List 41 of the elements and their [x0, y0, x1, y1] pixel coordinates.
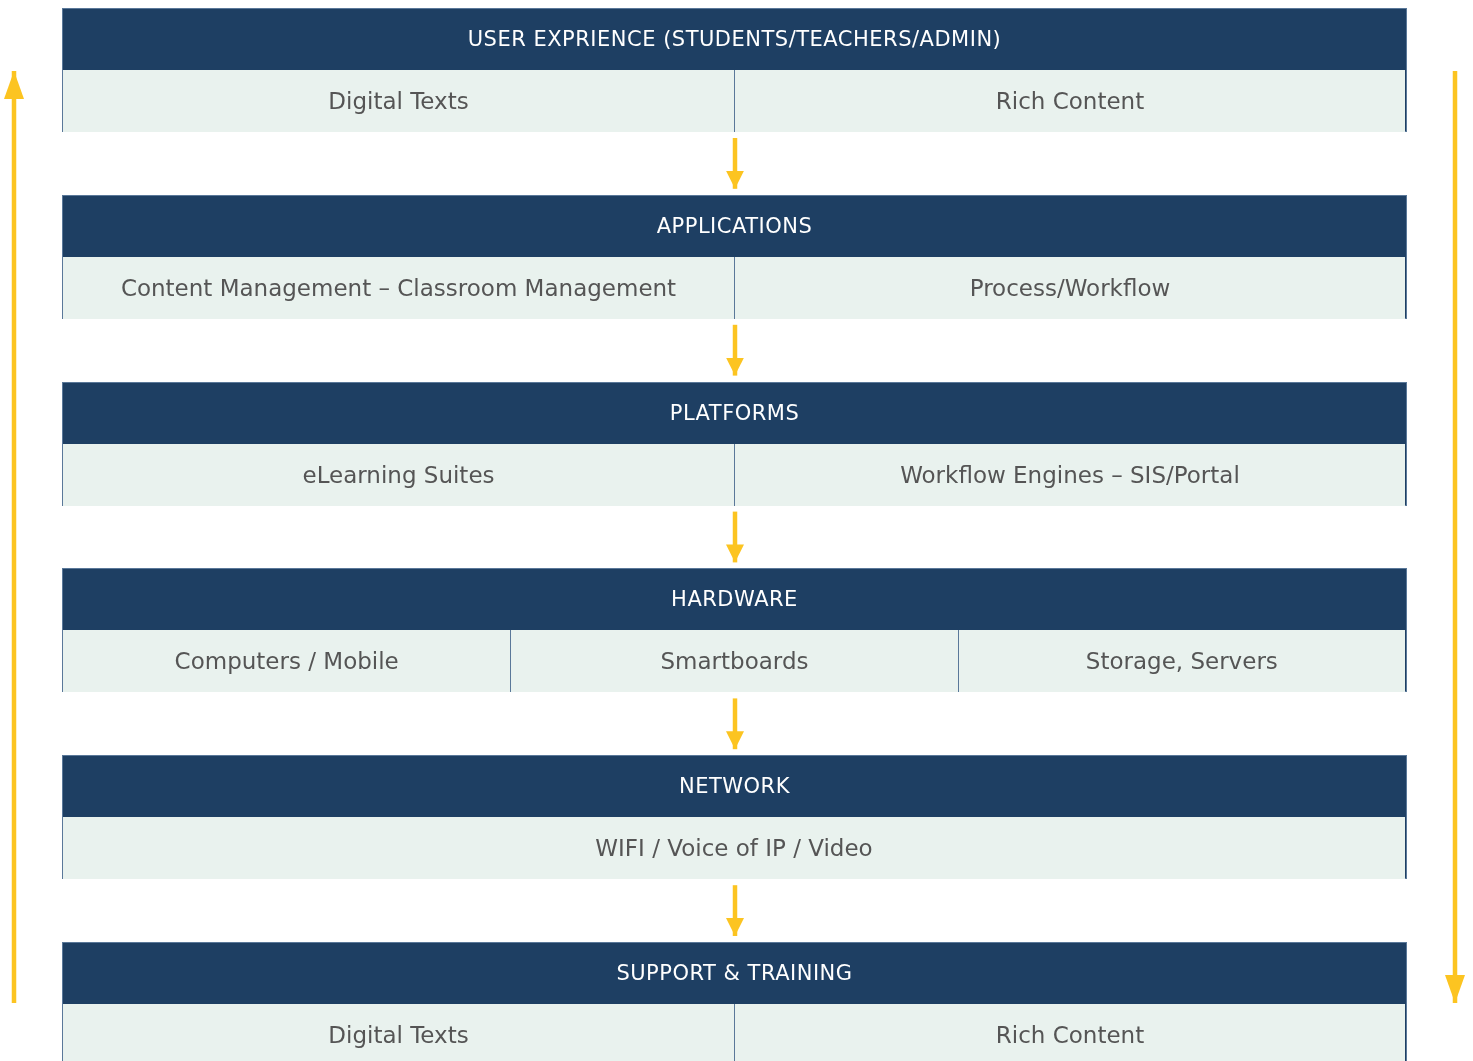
cell-text: Rich Content — [995, 1022, 1145, 1048]
layer-panel — [62, 194, 1407, 319]
cell-text: Storage, Servers — [1085, 648, 1278, 675]
arrow — [726, 324, 744, 376]
layer-heading: USER EXPRIENCE (STUDENTS/TEACHERS/ADMIN) — [466, 26, 1003, 53]
cell-text: Workflow Engines – SIS/Portal — [900, 461, 1240, 488]
cell-text: eLearning Suites — [302, 461, 495, 488]
component-cell — [63, 630, 511, 693]
cell-text: Digital Texts — [328, 88, 469, 114]
arrow — [726, 138, 744, 189]
component-cell — [63, 443, 734, 506]
cell-text: WIFI / Voice of IP / Video — [595, 835, 873, 862]
cell-text: Computers / Mobile — [174, 648, 399, 675]
arrow — [726, 511, 744, 563]
component-cell — [957, 630, 1405, 693]
layer-panel — [62, 8, 1407, 132]
arrow — [726, 885, 744, 936]
cell-text: Smartboards — [660, 648, 809, 675]
component-cell — [63, 70, 734, 132]
layer-heading: APPLICATIONS — [655, 212, 814, 240]
layer-panel — [62, 942, 1407, 1061]
component-cell — [63, 817, 1405, 880]
layer-panel — [62, 381, 1407, 506]
component-cell — [63, 256, 734, 319]
component-cell — [734, 1004, 1405, 1061]
cell-text: Rich Content — [995, 88, 1145, 114]
component-cell — [510, 630, 958, 693]
layer-heading: NETWORK — [678, 773, 791, 801]
arrow — [726, 698, 744, 750]
component-cell — [734, 256, 1405, 319]
cell-text: Content Management – Classroom Management — [120, 274, 677, 301]
layer-heading: HARDWARE — [670, 586, 799, 614]
layer-panel — [62, 568, 1407, 693]
component-cell — [734, 443, 1405, 506]
component-cell — [63, 1004, 734, 1061]
cell-text: Digital Texts — [328, 1022, 469, 1048]
layer-heading: SUPPORT & TRAINING — [615, 960, 854, 987]
layer-panel — [62, 755, 1407, 880]
cell-text: Process/Workflow — [969, 274, 1171, 301]
component-cell — [734, 70, 1405, 132]
layer-heading: PLATFORMS — [668, 399, 801, 427]
